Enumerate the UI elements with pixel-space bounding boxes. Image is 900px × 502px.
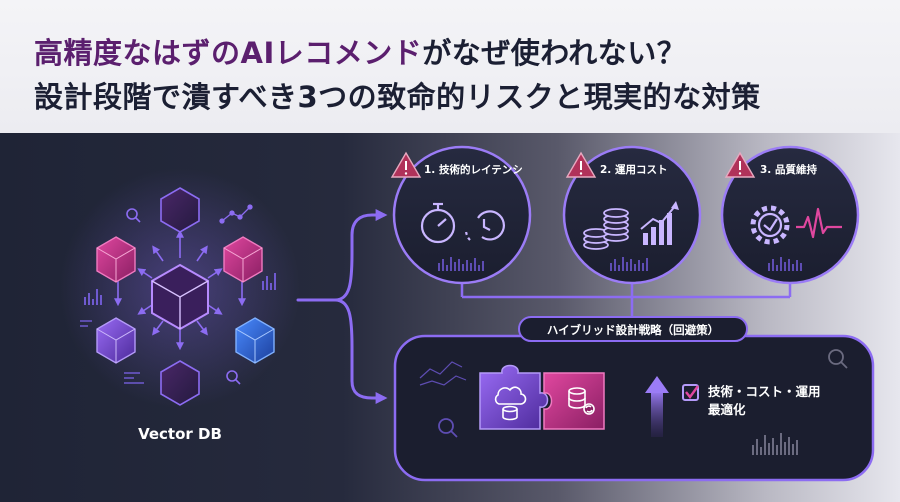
upward-arrow-icon [645,376,669,437]
risk-circle-3: 3. 品質維持 [720,145,860,285]
risk-connectors [460,283,792,318]
cube-node-right-top [223,236,263,283]
risk-3-label: 3. 品質維持 [760,163,817,176]
risk-circle-2: 2. 運用コスト [562,145,702,285]
warning-icon [390,151,422,178]
strategy-panel: ハイブリッド設計戦略（回避策） [393,316,875,482]
code-lines-icon [80,320,92,327]
mini-bar-chart-icon [262,273,276,290]
mini-bar-chart-icon [610,257,648,271]
search-icon [438,418,458,438]
mini-bar-chart-icon [438,257,484,271]
title-line-1: 高精度なはずのAIレコメンドがなぜ使われない？ [34,30,686,72]
hex-node-bottom [160,360,200,406]
risk-2-label: 2. 運用コスト [600,164,667,176]
cube-node-right-bottom [235,317,275,364]
branch-connector [296,209,388,404]
search-icon [226,370,241,385]
search-icon [126,208,141,223]
database-sync-icon [568,387,595,415]
title-line-1-part-1: 高精度なはずの [34,36,241,70]
cube-node-left-top [96,236,136,283]
vector-db-cluster: Vector DB [60,168,300,443]
network-graph-icon [219,204,253,224]
header: 高精度なはずのAIレコメンドがなぜ使われない？ 設計段階で潰すべき3つの致命的リ… [0,0,900,133]
mini-bar-chart-icon [84,289,102,305]
title-line-1-part-2: AIレコメンド [240,36,423,70]
gear-icon [750,205,790,245]
search-icon [828,349,848,369]
puzzle-piece-left [479,364,549,430]
diagram-canvas: Vector DB 1. 技術的レイテンシ [60,145,875,482]
puzzle-piece-right [543,372,605,430]
clock-arrow-icon [464,210,505,241]
diagram-panel: Vector DB 1. 技術的レイテンシ [0,133,900,502]
heartbeat-icon [796,207,842,239]
risk-circle-1: 1. 技術的レイテンシ [390,145,532,285]
mini-line-chart-icon [419,361,467,386]
mini-bar-chart-icon [752,433,798,455]
code-lines-icon [124,372,144,384]
stopwatch-icon [420,202,456,244]
result-line-1: 技術・コスト・運用 [708,384,821,399]
risk-1-label: 1. 技術的レイテンシ [424,163,523,176]
vector-db-label: Vector DB [138,425,222,443]
strategy-label-pill: ハイブリッド設計戦略（回避策） [518,316,748,342]
cluster-spokes [114,229,246,351]
warning-icon [565,151,597,178]
title-line-2: 設計段階で潰すべき3つの致命的リスクと現実的な対策 [34,80,761,114]
cube-node-left-bottom [96,317,136,364]
rising-chart-icon [640,201,679,245]
coin-stack-icon [583,208,629,250]
warning-icon [724,151,756,178]
mini-bar-chart-icon [768,257,802,271]
checkbox-icon [682,384,699,401]
result-line-2: 最適化 [708,402,746,417]
title-line-1-part-3: がなぜ使われない？ [422,36,687,70]
hex-node-top [160,187,200,233]
center-cube-node [151,263,209,331]
cloud-database-icon [494,386,527,421]
strategy-label: ハイブリッド設計戦略（回避策） [547,323,719,337]
